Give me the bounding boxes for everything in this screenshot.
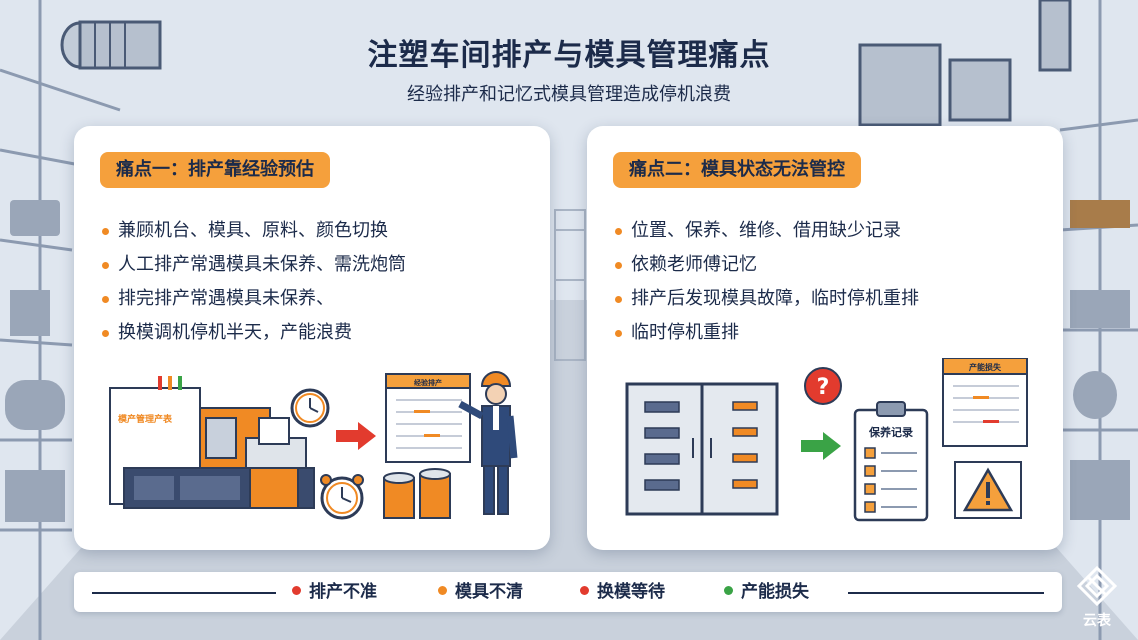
- list-item: 临时停机重排: [613, 316, 919, 350]
- list-item: 依赖老师傅记忆: [613, 248, 919, 282]
- green-dot-icon: [724, 585, 733, 595]
- pain-point-two-list: 位置、保养、维修、借用缺少记录 依赖老师傅记忆 排产后发现模具故障，临时停机重排…: [613, 214, 919, 350]
- injection-machine-icon: [109, 376, 315, 509]
- pain-point-two-tag: 痛点二：模具状态无法管控: [613, 152, 861, 188]
- list-item: 人工排产常遇模具未保养、需洗炮筒: [100, 248, 406, 282]
- warning-icon: [954, 461, 1022, 519]
- legend-divider: [848, 592, 1044, 594]
- legend-item-changeover-wait: 换模等待: [580, 572, 665, 612]
- pain-point-one-list: 兼顾机台、模具、原料、颜色切换 人工排产常遇模具未保养、需洗炮筒 排完排产常遇模…: [100, 214, 406, 350]
- list-item: 换模调机停机半天，产能浪费: [100, 316, 406, 350]
- pain-point-one-tag: 痛点一：排产靠经验预估: [100, 152, 330, 188]
- legend-item-mold-unclear: 模具不清: [438, 572, 523, 612]
- orange-dot-icon: [438, 585, 447, 595]
- alarm-clock-icon: [320, 474, 364, 520]
- list-item: 排产后发现模具故障，临时停机重排: [613, 282, 919, 316]
- brand-logo: 云表: [1070, 565, 1124, 632]
- legend-bar: 排产不准 模具不清 换模等待 产能损失: [74, 572, 1062, 612]
- list-item: 排完排产常遇模具未保养、: [100, 282, 406, 316]
- legend-item-capacity-loss: 产能损失: [724, 572, 809, 612]
- logo-mark-icon: [1076, 565, 1118, 607]
- list-item: 位置、保养、维修、借用缺少记录: [613, 214, 919, 248]
- barrel-icon: [383, 468, 451, 519]
- loss-board-icon: [942, 358, 1028, 447]
- logo-text: 云表: [1083, 613, 1111, 629]
- mold-cabinet-icon: [625, 382, 779, 516]
- red-dot-icon: [292, 585, 301, 595]
- pain-point-one-card: 痛点一：排产靠经验预估 兼顾机台、模具、原料、颜色切换 人工排产常遇模具未保养、…: [74, 126, 550, 550]
- clipboard-label: 保养记录: [868, 425, 913, 439]
- legend-item-schedule-inaccurate: 排产不准: [292, 572, 377, 612]
- pain-point-two-card: 痛点二：模具状态无法管控 位置、保养、维修、借用缺少记录 依赖老师傅记忆 排产后…: [587, 126, 1063, 550]
- maintenance-clipboard-icon: [853, 401, 929, 522]
- machine-label: 模产管理产表: [118, 413, 173, 425]
- page-subtitle: 经验排产和记忆式模具管理造成停机浪费: [407, 84, 731, 105]
- legend-divider: [92, 592, 276, 594]
- question-mark-icon: ?: [804, 367, 842, 405]
- arrow-right-icon: [801, 432, 841, 460]
- list-item: 兼顾机台、模具、原料、颜色切换: [100, 214, 406, 248]
- scheduling-illustration: 模产管理产表: [109, 371, 518, 520]
- loss-board-label: 产能损失: [969, 362, 1002, 372]
- page-title: 注塑车间排产与模具管理痛点: [367, 38, 771, 73]
- svg-text:?: ?: [817, 375, 830, 400]
- schedule-board-icon: [385, 373, 471, 463]
- worker-icon: [458, 371, 518, 515]
- board-label: 经验排产: [414, 378, 442, 387]
- clock-icon: [290, 388, 330, 428]
- mold-management-illustration: ? 保养记录: [625, 358, 1028, 522]
- arrow-right-icon: [336, 422, 376, 450]
- red-dot-icon: [580, 585, 589, 595]
